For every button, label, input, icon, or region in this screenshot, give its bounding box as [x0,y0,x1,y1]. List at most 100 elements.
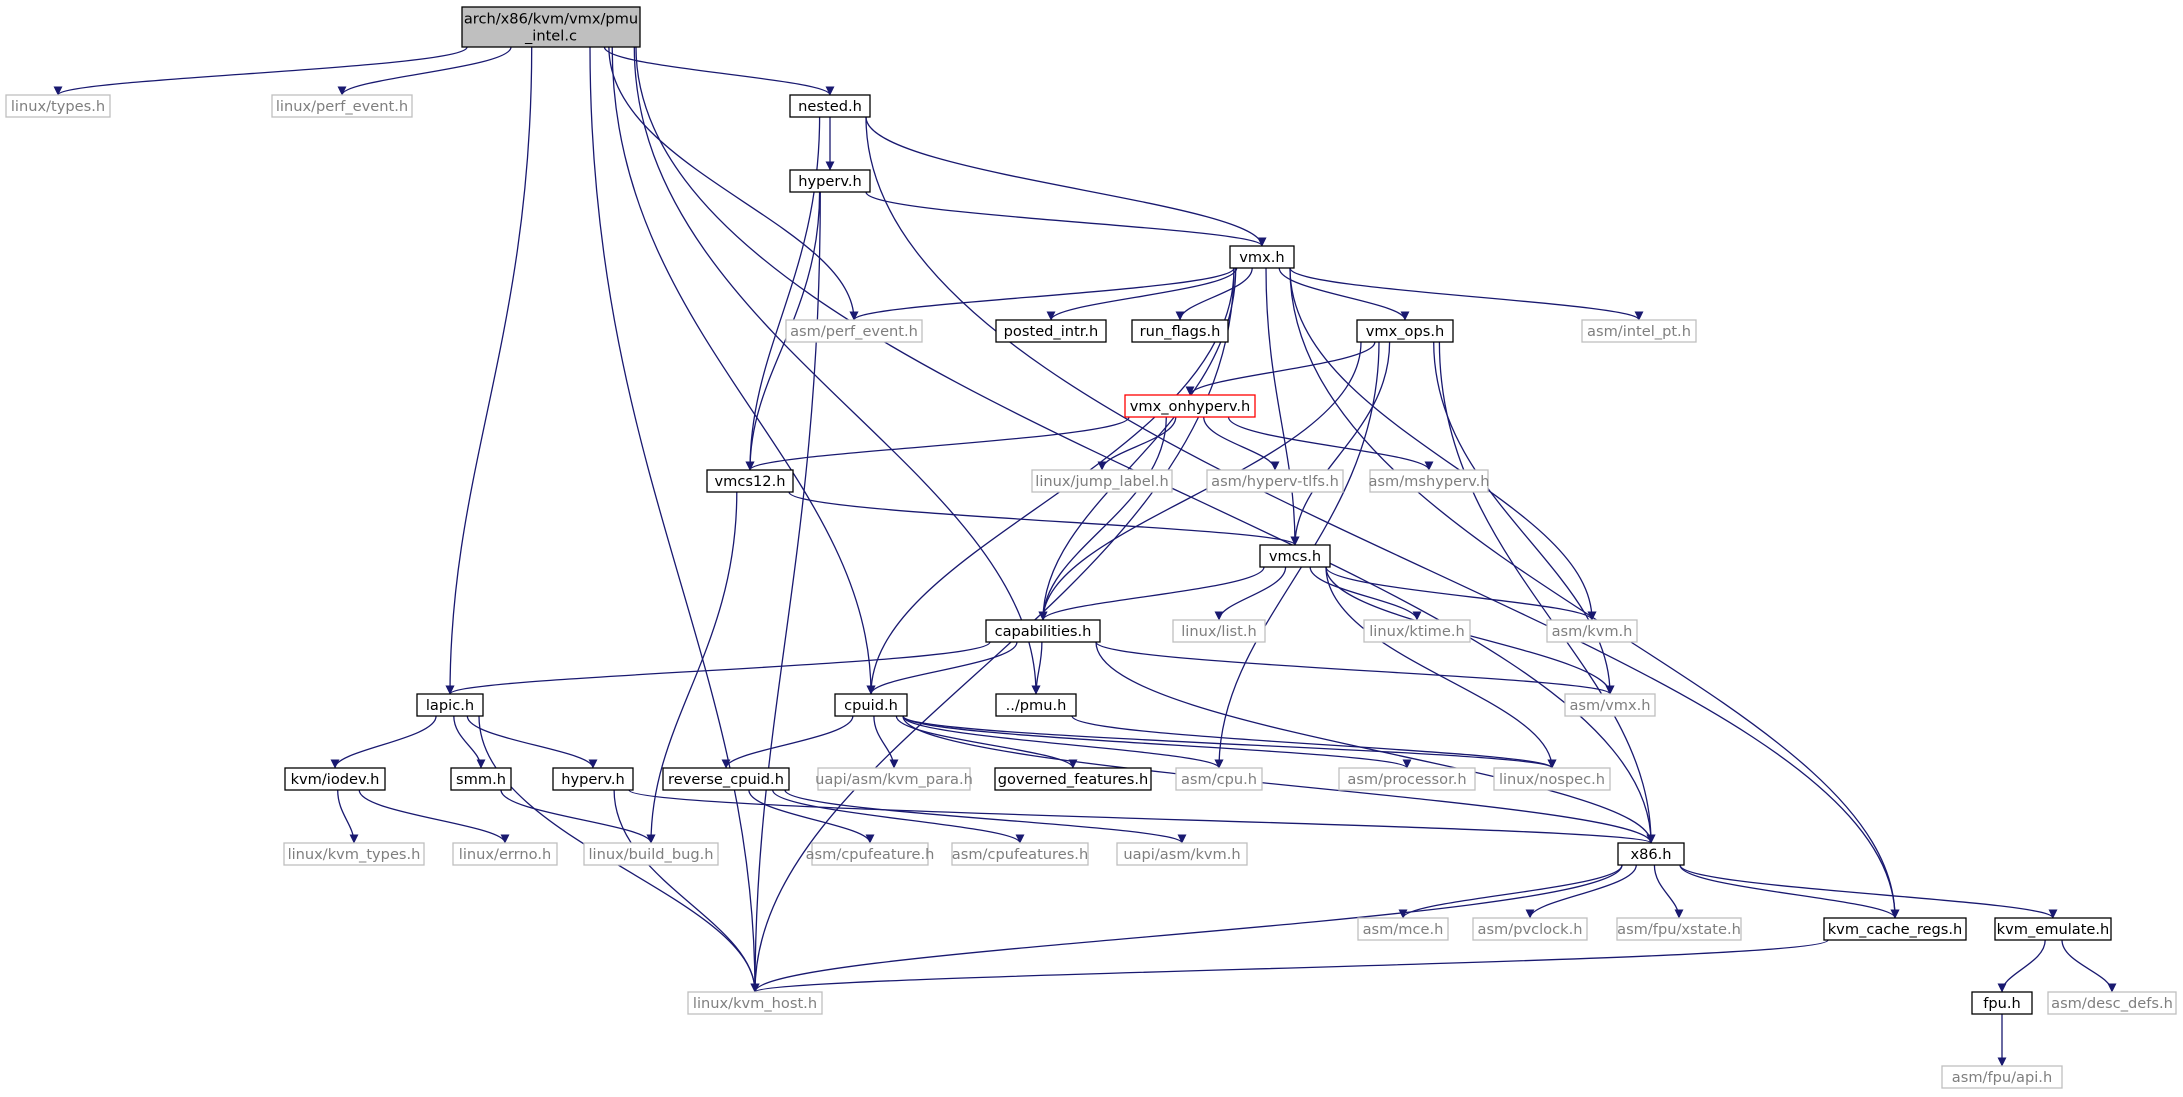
node-box [1124,394,1256,418]
edge-root-to-linux-types [53,46,468,96]
node-label: vmx.h [1239,249,1284,266]
node-box [284,767,386,791]
edge-kvm-emulate-to-fpu [1997,939,2046,993]
node-box [995,319,1107,343]
node-asm-kvm: asm/kvm.h [1546,619,1638,643]
node-label: smm.h [456,771,506,788]
node-box [1357,917,1449,941]
edge-vmx-ops-to-asm-vmx [1433,341,1615,695]
edge-vmx-onhyperv-to-vmcs12 [745,416,1130,471]
nodes: arch/x86/kvm/vmx/pmu_intel.c linux/types.… [5,6,2177,1089]
node-box [1031,469,1173,493]
node-pmu[interactable]: ../pmu.h [995,693,1077,717]
edge-hyperv2-to-linux-kvm-host [613,789,760,993]
node-label: kvm_cache_regs.h [1828,921,1963,938]
node-label: asm/perf_event.h [790,323,918,340]
edge-x86-to-asm-fpu-xstate [1653,864,1684,919]
node-capabilities[interactable]: capabilities.h [985,619,1101,643]
node-linux-kvm-types: linux/kvm_types.h [283,842,425,866]
node-label: linux/jump_label.h [1035,473,1168,490]
node-box [817,767,971,791]
node-label: x86.h [1630,846,1671,863]
node-kvm-iodev[interactable]: kvm/iodev.h [284,767,386,791]
node-uapi-kvm-para: uapi/asm/kvm_para.h [815,767,973,791]
node-label: run_flags.h [1140,323,1221,340]
node-cpuid[interactable]: cpuid.h [834,693,908,717]
node-label: governed_features.h [998,771,1149,788]
edge-nested-to-vmx [865,116,1267,247]
node-box [706,469,794,493]
edge-vmx-onhyperv-to-asm-hyperv-tlfs [1203,416,1280,471]
edge-vmx-to-run-flags [1175,267,1253,321]
node-label: asm/hyperv-tlfs.h [1211,473,1339,490]
edge-vmx-onhyperv-to-capabilities [1038,416,1167,621]
node-asm-mce: asm/mce.h [1357,917,1449,941]
node-label: linux/nospec.h [1499,771,1605,788]
node-vmcs12[interactable]: vmcs12.h [706,469,794,493]
node-root: arch/x86/kvm/vmx/pmu_intel.c [461,6,641,48]
node-kvm-emulate[interactable]: kvm_emulate.h [1994,917,2112,941]
node-asm-fpu-api: asm/fpu/api.h [1941,1065,2063,1089]
edge-capabilities-to-lapic [445,641,991,695]
node-vmcs[interactable]: vmcs.h [1259,544,1331,568]
node-smm[interactable]: smm.h [450,767,512,791]
edge-hyperv1-to-linux-kvm-host [750,191,821,993]
node-label: uapi/asm/kvm.h [1123,846,1240,863]
edge-root-to-cpuid [611,46,876,695]
node-reverse-cpuid[interactable]: reverse_cpuid.h [662,767,790,791]
node-label: nested.h [798,98,862,115]
edge-nested-to-kvm-cache-regs [865,116,1900,919]
edge-vmx-ops-to-vmcs [1290,341,1391,546]
edge-kvm-cache-regs-to-linux-kvm-host [751,939,1829,993]
node-label: fpu.h [1983,995,2021,1012]
edge-hyperv1-to-vmx [865,191,1267,247]
node-hyperv1[interactable]: hyperv.h [789,169,871,193]
node-hyperv2[interactable]: hyperv.h [552,767,634,791]
node-x86[interactable]: x86.h [1617,842,1685,866]
node-lapic[interactable]: lapic.h [416,693,484,717]
node-label: asm/intel_pt.h [1587,323,1691,340]
node-asm-mshyperv: asm/mshyperv.h [1368,469,1490,493]
node-nested[interactable]: nested.h [789,94,871,118]
node-box [1472,917,1588,941]
node-box [687,991,823,1015]
node-box [1338,767,1476,791]
node-vmx-ops[interactable]: vmx_ops.h [1356,319,1454,343]
edge-cpuid-to-asm-processor [902,715,1412,769]
node-label: posted_intr.h [1004,323,1099,340]
node-posted-intr[interactable]: posted_intr.h [995,319,1107,343]
node-label: kvm/iodev.h [291,771,380,788]
edge-x86-to-kvm-cache-regs [1679,864,1900,919]
node-vmx-onhyperv[interactable]: vmx_onhyperv.h [1124,394,1256,418]
node-asm-pvclock: asm/pvclock.h [1472,917,1588,941]
node-kvm-cache-regs[interactable]: kvm_cache_regs.h [1823,917,1967,941]
node-box [2047,991,2177,1015]
node-label: asm/cpufeature.h [806,846,935,863]
node-linux-errno: linux/errno.h [452,842,558,866]
edge-pmu-to-linux-nospec [1071,715,1557,769]
node-asm-fpu-xstate: asm/fpu/xstate.h [1616,917,1742,941]
edge-lapic-to-kvm-iodev [330,715,437,769]
edge-smm-to-linux-build-bug [500,789,656,844]
node-linux-perf-event: linux/perf_event.h [271,94,413,118]
edge-vmcs-to-capabilities [1038,566,1265,621]
node-box [1564,693,1656,717]
node-asm-cpufeatures: asm/cpufeatures.h [951,842,1089,866]
node-fpu[interactable]: fpu.h [1971,991,2033,1015]
node-vmx[interactable]: vmx.h [1229,245,1295,269]
node-linux-types: linux/types.h [5,94,111,118]
node-label: linux/kvm_host.h [693,995,817,1012]
node-label: linux/errno.h [459,846,551,863]
node-governed[interactable]: governed_features.h [994,767,1152,791]
node-box [5,94,111,118]
node-label: asm/vmx.h [1569,697,1650,714]
node-run-flags[interactable]: run_flags.h [1131,319,1229,343]
node-linux-build-bug: linux/build_bug.h [583,842,719,866]
node-box [1581,319,1697,343]
node-label: cpuid.h [844,697,898,714]
node-box [662,767,790,791]
edge-x86-to-kvm-emulate [1679,864,2058,919]
edge-root-to-nested [603,46,835,96]
node-linux-ktime: linux/ktime.h [1363,619,1471,643]
node-asm-cpu: asm/cpu.h [1175,767,1263,791]
